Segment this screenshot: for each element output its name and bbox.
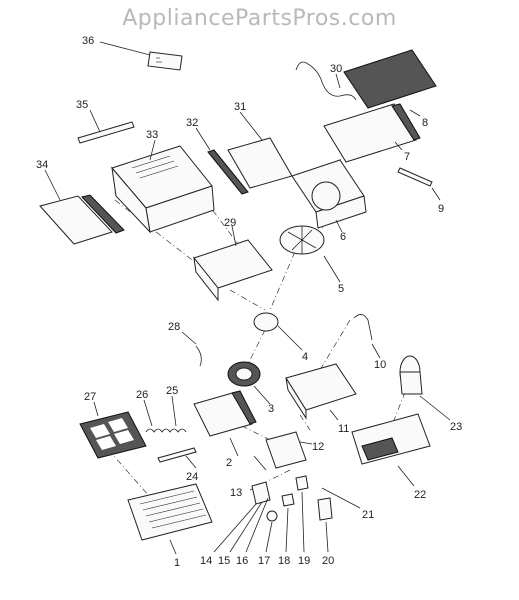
callout-8: 8 <box>422 117 428 129</box>
part-35-strip <box>77 109 135 144</box>
callout-5: 5 <box>338 283 344 295</box>
site-watermark: AppliancePartsPros.com <box>122 6 397 31</box>
part-7-panel <box>323 103 421 163</box>
callout-7: 7 <box>404 151 410 163</box>
part-31-bracket <box>227 111 293 189</box>
part-33-cabinet <box>111 139 215 234</box>
callout-30: 30 <box>330 63 342 75</box>
callout-14: 14 <box>200 555 212 567</box>
callout-17: 17 <box>258 555 270 567</box>
callout-24: 24 <box>186 471 198 483</box>
part-16-thermostat <box>245 497 269 553</box>
part-1-front-grille <box>127 483 213 555</box>
part-3-blower-wheel <box>227 361 271 405</box>
callout-6: 6 <box>340 231 346 243</box>
callout-21: 21 <box>362 509 374 521</box>
callout-33: 33 <box>146 129 158 141</box>
part-13-sensor <box>253 455 267 471</box>
callout-3: 3 <box>268 403 274 415</box>
part-27-filter <box>79 401 147 459</box>
part-25-heater <box>171 395 177 427</box>
part-24-tube <box>157 447 197 469</box>
callout-31: 31 <box>234 101 246 113</box>
callout-32: 32 <box>186 117 198 129</box>
part-11-drain-pan <box>285 363 357 421</box>
part-26-coil <box>143 399 187 433</box>
part-10-tube <box>353 314 381 359</box>
part-22-panel <box>351 413 431 487</box>
callout-13: 13 <box>230 487 242 499</box>
callout-29: 29 <box>224 217 236 229</box>
part-29-scroll <box>193 225 273 302</box>
part-20-capacitor <box>317 497 333 553</box>
part-15-knob <box>229 501 263 553</box>
part-32-strip <box>195 127 249 195</box>
part-14-switch <box>213 481 271 553</box>
callout-20: 20 <box>322 555 334 567</box>
callout-19: 19 <box>298 555 310 567</box>
callout-34: 34 <box>36 159 48 171</box>
callout-18: 18 <box>278 555 290 567</box>
part-2-evaporator <box>193 390 257 457</box>
callout-2: 2 <box>226 457 232 469</box>
part-19-switch <box>295 475 309 553</box>
part-6-housing <box>291 159 367 233</box>
callout-28: 28 <box>168 321 180 333</box>
callout-23: 23 <box>450 421 462 433</box>
callout-4: 4 <box>302 351 308 363</box>
part-9-tube <box>397 167 441 201</box>
part-34-panel <box>39 169 125 245</box>
part-18-relay <box>281 493 295 553</box>
part-30-cord <box>295 61 357 101</box>
callout-10: 10 <box>374 359 386 371</box>
callout-16: 16 <box>236 555 248 567</box>
callout-35: 35 <box>76 99 88 111</box>
callout-9: 9 <box>438 203 444 215</box>
part-36-remote-control <box>99 41 183 71</box>
callout-25: 25 <box>166 385 178 397</box>
part-23-compressor <box>399 355 451 421</box>
callout-11: 11 <box>338 423 349 435</box>
part-17-knob <box>265 510 278 553</box>
callout-27: 27 <box>84 391 96 403</box>
callout-labels: 1 2 3 4 5 6 7 8 9 10 11 12 13 14 15 16 1… <box>36 35 462 569</box>
part-28-tube <box>181 331 202 367</box>
part-4-motor <box>253 312 303 351</box>
part-5-fan <box>279 225 341 283</box>
callout-1: 1 <box>174 557 180 569</box>
callout-12: 12 <box>312 441 324 453</box>
part-12-control-box <box>265 431 313 469</box>
callout-15: 15 <box>218 555 230 567</box>
part-21-cord <box>321 487 361 509</box>
callout-22: 22 <box>414 489 426 501</box>
callout-36: 36 <box>82 35 94 47</box>
callout-26: 26 <box>136 389 148 401</box>
part-8-grille <box>343 49 437 117</box>
